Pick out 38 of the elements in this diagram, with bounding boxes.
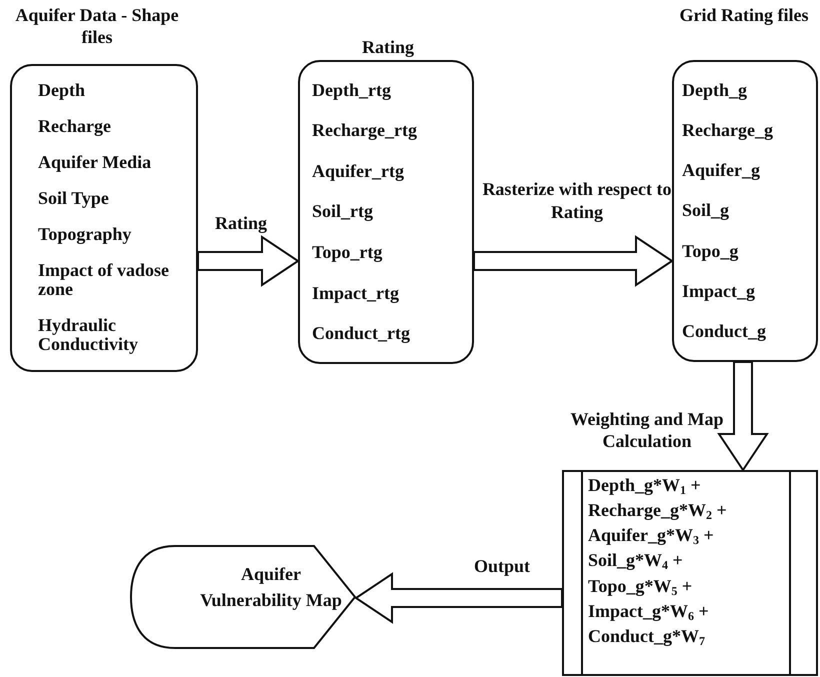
formula-term: Depth_g*W$_{1}$ +: [588, 476, 701, 495]
list-item: Impact of vadose zone: [38, 260, 170, 298]
list-item: Recharge: [38, 116, 111, 136]
output-label: Aquifer Vulnerability Map: [199, 563, 343, 612]
list-item: Aquifer_g: [682, 161, 760, 180]
list-item: Recharge_g: [682, 120, 773, 140]
block-arrow: [354, 572, 563, 624]
list-item: Aquifer_rtg: [312, 162, 404, 181]
formula-term: Aquifer_g*W$_{3}$ +: [588, 526, 714, 546]
list-item: Depth_rtg: [312, 80, 391, 100]
formula-term: Impact_g*W$_{6}$ +: [588, 602, 709, 621]
list-item: Impact_g: [682, 282, 755, 302]
box-heading: Weighting and Map Calculation: [569, 408, 725, 452]
list-item: Soil_rtg: [312, 202, 373, 222]
formula-term: Topo_g*W$_{5}$ +: [588, 576, 692, 596]
block-arrow: [717, 361, 769, 472]
box-heading: Aquifer Data - Shape files: [14, 4, 180, 48]
block-arrow: [473, 235, 674, 287]
list-item: Topo_rtg: [312, 243, 382, 262]
list-item: Depth: [38, 80, 86, 100]
list-item: Topography: [38, 224, 132, 244]
box-heading: Rating: [360, 36, 415, 58]
box-heading: Grid Rating files: [678, 4, 810, 26]
list-item: Soil Type: [38, 188, 109, 208]
list-item: Impact_rtg: [312, 284, 399, 303]
formula-term: Conduct_g*W$_{7}$: [588, 626, 706, 646]
list-item: Depth_g: [682, 80, 748, 100]
terminal-shape: [130, 545, 356, 649]
list-item: Hydraulic Conductivity: [38, 316, 140, 354]
list-item: Conduct_g: [682, 322, 766, 342]
formula-term: Recharge_g*W$_{2}$ +: [588, 501, 727, 520]
block-arrow: [197, 235, 300, 287]
list-item: Aquifer Media: [38, 152, 152, 172]
list-item: Recharge_rtg: [312, 121, 417, 140]
list-item: Conduct_rtg: [312, 324, 410, 344]
list-item: Topo_g: [682, 242, 738, 261]
list-item: Soil_g: [682, 201, 730, 220]
formula-term: Soil_g*W$_{4}$ +: [588, 551, 683, 570]
